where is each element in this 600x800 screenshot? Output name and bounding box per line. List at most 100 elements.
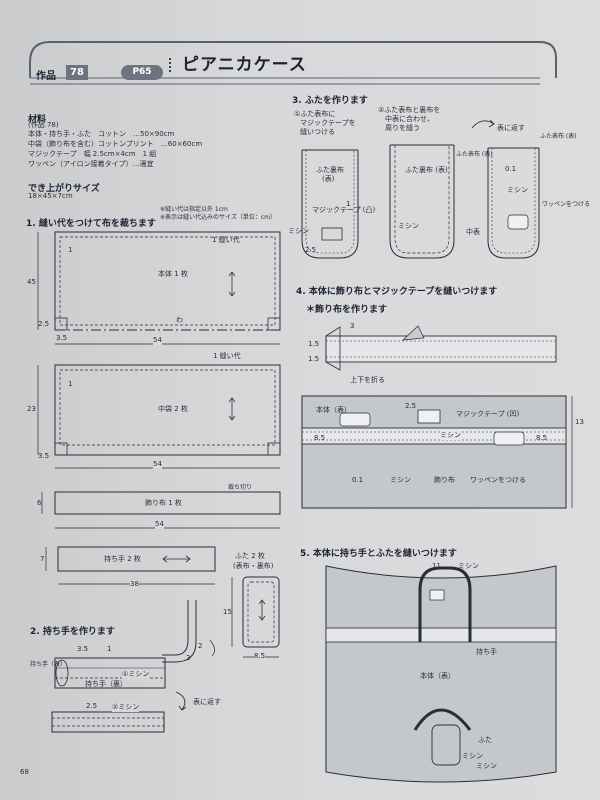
step4-sub: ＊飾り布を作ります [306, 305, 388, 315]
step5-label: ミシン [476, 762, 497, 770]
step4-label: 1.5 [308, 340, 320, 348]
step2-label: 2.5 [86, 702, 98, 710]
step3-title: 3. ふたを作ります [292, 96, 368, 106]
step4-label: 飾り布 [434, 476, 455, 484]
deco-width: 54 [155, 520, 164, 529]
step4-label: 上下を折る [350, 376, 385, 384]
step3-label: ふた裏布 [316, 166, 344, 174]
step3-label: ワッペンをつける [542, 201, 591, 208]
lining-one: 1 [68, 380, 73, 388]
step3-label: 中表に合わせ、 [385, 115, 434, 123]
size-value: 18×45×7cm [28, 192, 73, 200]
body-dim: 3.5 [56, 334, 68, 342]
handle-width: 38 [130, 580, 139, 589]
step4-label: 0.1 [352, 476, 364, 484]
step5-label: ふた [478, 736, 492, 744]
step3-label: 縫いつける [300, 128, 335, 136]
deco-note: 裁ち切り [228, 484, 253, 491]
work-label: 作品 [36, 71, 56, 82]
step3-label: マジックテープ (凸) [312, 206, 376, 214]
step3-label: マジックテープを [300, 119, 356, 127]
step4-label: ワッペンをつける [470, 476, 526, 484]
lid-piece-label: ふた 2 枚 [235, 552, 265, 560]
step5-title: 5. 本体に持ち手とふたを縫いつけます [300, 549, 457, 559]
body-one: 1 [68, 246, 73, 254]
step5-label: 持ち手 [476, 648, 497, 656]
body-dim: 2.5 [38, 320, 50, 328]
step2-label: 3.5 [77, 645, 89, 653]
work-number-badge: 78 [66, 65, 88, 80]
step4-label: 8.5 [536, 434, 548, 442]
step5-label: 11 [432, 562, 441, 570]
step2-label: 表に返す [193, 698, 221, 706]
step4-label: 本体（表） [316, 406, 351, 414]
step2-title: 2. 持ち手を作ります [30, 627, 115, 637]
step1-title: 1. 縫い代をつけて布を裁ちます [26, 219, 156, 229]
body-piece-label: 本体 1 枚 [158, 270, 188, 278]
materials-heading: 材料 [28, 115, 47, 125]
handle-height: 7 [40, 555, 45, 563]
materials-sub: (作品 78) [28, 121, 59, 129]
step4-label: 3 [350, 322, 355, 330]
material-line: マジックテープ 幅 2.5cm×4cm 1 組 [28, 150, 157, 158]
fold-mark: わ [176, 316, 183, 324]
step4-label: 13 [575, 418, 584, 426]
step5-label: 本体（表） [420, 672, 455, 680]
size-heading: でき上がりサイズ [28, 184, 100, 194]
lining-piece-label: 中袋 2 枚 [158, 405, 188, 413]
step2-label: 2 [186, 654, 191, 662]
step3-label: 周りを縫う [385, 124, 420, 132]
step5-label: ミシン [458, 562, 479, 570]
step3-label: ミシン [507, 186, 528, 194]
page-title: ピアニカケース [182, 55, 307, 75]
body-seam: 1 縫い代 [212, 236, 240, 244]
step4-label: 2.5 [405, 402, 417, 410]
step2-label: 持ち手（裏） [85, 680, 127, 688]
step1-note: ※縫い代は指定以外 1cm [160, 206, 228, 213]
step3-label: 2.5 [305, 246, 317, 254]
body-width: 54 [153, 336, 162, 345]
step3-label: ②ふた表布と裏布を [378, 106, 441, 114]
step2-label: 持ち手（表） [30, 661, 67, 668]
step5-label: ミシン [462, 752, 483, 760]
step3-label: (表) [322, 175, 335, 183]
lining-dim: 3.5 [38, 452, 50, 460]
material-line: 本体・持ち手・ふた コットン …50×90cm [28, 130, 175, 138]
step3-label: ふた裏布 (表) [405, 166, 448, 174]
step4-title: 4. 本体に飾り布とマジックテープを縫いつけます [296, 287, 498, 297]
lining-height: 23 [27, 405, 36, 413]
step3-label: 表に返す [497, 124, 525, 132]
handle-piece-label: 持ち手 2 枚 [104, 555, 141, 563]
step4-label: マジックテープ (凹) [456, 410, 520, 418]
body-height: 45 [27, 278, 36, 286]
deco-piece-label: 飾り布 1 枚 [145, 499, 182, 507]
step2-label: 1 [107, 645, 112, 653]
step3-label: 0.1 [505, 165, 517, 173]
page-ref-badge: P65 [121, 65, 163, 80]
step2-label: ②ミシン [112, 703, 140, 712]
step3-label: ①ふた表布に [294, 110, 336, 118]
page-number: 68 [20, 768, 29, 776]
step4-label: ミシン [390, 476, 411, 484]
step2-label: ①ミシン [122, 670, 150, 679]
step2-label: 2 [198, 642, 203, 650]
step4-label: 8.5 [314, 434, 326, 442]
lid-height: 15 [223, 608, 232, 616]
material-line: 中袋（飾り布を含む）コットンプリント …60×60cm [28, 140, 203, 148]
material-line: ワッペン（アイロン接着タイプ）…適宜 [28, 160, 154, 168]
step3-label: ミシン [398, 222, 419, 230]
step3-label: ふた表布 (表) [540, 133, 577, 140]
deco-height: 6 [37, 499, 42, 507]
lining-seam: 1 縫い代 [213, 352, 241, 360]
step1-note: ※表示は縫い代込みのサイズ（単位：cm） [160, 214, 276, 221]
step3-label: 1 [346, 200, 351, 208]
lining-width: 54 [153, 460, 162, 469]
lid-piece-sub: (表布・裏布) [233, 562, 274, 570]
step3-label: ミシン [288, 227, 309, 235]
step4-label: 1.5 [308, 355, 320, 363]
lid-width: 8.5 [254, 652, 266, 661]
